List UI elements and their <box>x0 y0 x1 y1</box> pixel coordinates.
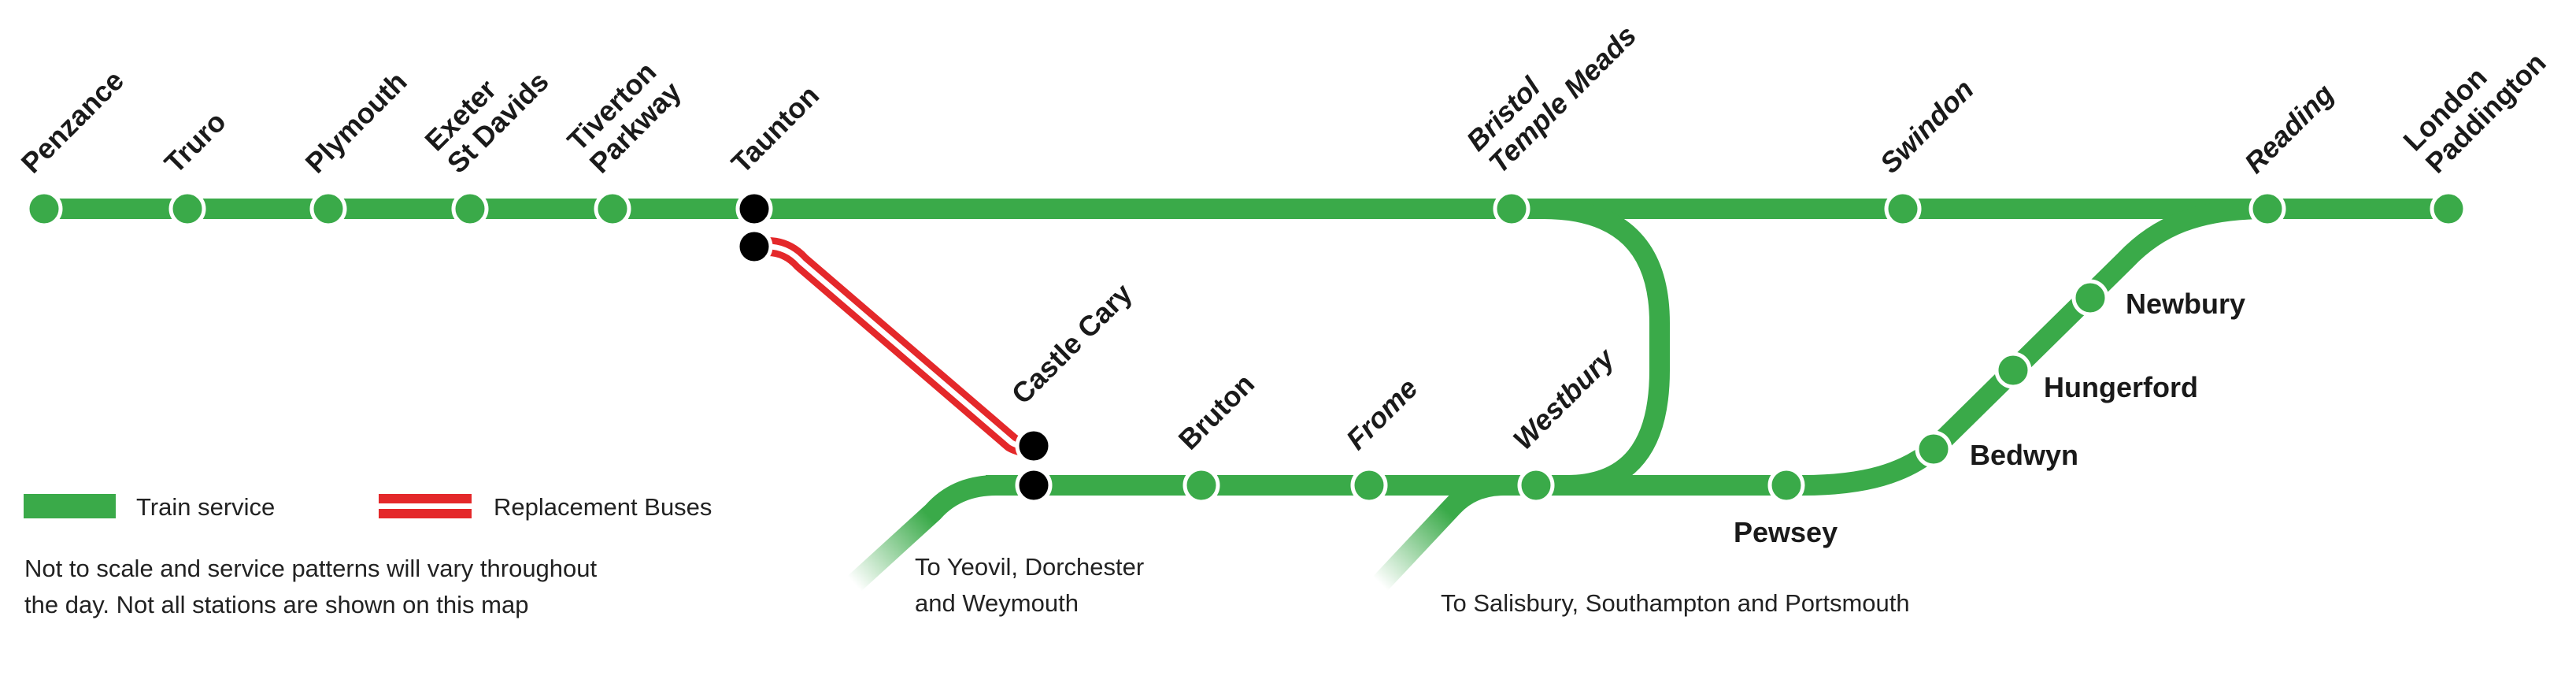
station-hungerford[interactable]: Hungerford <box>1994 351 2198 403</box>
station-london-paddington[interactable]: LondonPaddington <box>2396 24 2552 228</box>
train-service-swatch <box>24 494 116 518</box>
svg-text:Bruton: Bruton <box>1172 367 1260 455</box>
svg-text:Frome: Frome <box>1340 372 1424 456</box>
svg-text:Penzance: Penzance <box>15 64 130 179</box>
salisbury-branch <box>1372 475 1505 591</box>
svg-text:Westbury: Westbury <box>1507 341 1622 456</box>
svg-text:Taunton: Taunton <box>725 79 825 179</box>
svg-text:Truro: Truro <box>158 106 232 180</box>
svg-text:ExeterSt Davids: ExeterSt Davids <box>418 43 554 179</box>
svg-text:Swindon: Swindon <box>1874 73 1980 180</box>
svg-text:TivertonParkway: TivertonParkway <box>561 53 687 180</box>
salisbury-branch-label: To Salisbury, Southampton and Portsmouth <box>1441 589 1910 617</box>
svg-text:Hungerford: Hungerford <box>2044 371 2198 403</box>
legend-train-label: Train service <box>136 493 275 521</box>
legend-bus-label: Replacement Buses <box>494 493 712 521</box>
bristol-westbury-loop <box>1542 199 1670 496</box>
svg-text:Pewsey: Pewsey <box>1734 516 1838 548</box>
station-taunton[interactable]: Taunton <box>725 79 825 265</box>
lower-line <box>986 199 2268 496</box>
svg-text:BristolTemple Meads: BristolTemple Meads <box>1460 0 1642 180</box>
yeovil-branch <box>847 475 997 592</box>
svg-text:LondonPaddington: LondonPaddington <box>2396 24 2552 179</box>
svg-text:Castle Cary: Castle Cary <box>1005 277 1138 410</box>
legend: Train service Replacement Buses <box>24 493 712 521</box>
station-bedwyn[interactable]: Bedwyn <box>1915 430 2078 471</box>
svg-text:Plymouth: Plymouth <box>299 65 413 180</box>
station-bristol-temple-meads[interactable]: BristolTemple Meads <box>1460 0 1642 228</box>
station-newbury[interactable]: Newbury <box>2071 279 2245 320</box>
station-castle-cary[interactable]: Castle Cary <box>1005 277 1138 504</box>
svg-text:Bedwyn: Bedwyn <box>1970 439 2078 471</box>
map-note: Not to scale and service patterns will v… <box>24 555 598 618</box>
svg-text:Reading: Reading <box>2238 77 2340 179</box>
replacement-bus-route <box>767 237 1034 457</box>
station-pewsey[interactable]: Pewsey <box>1734 466 1838 548</box>
station-exeter-st-davids[interactable]: ExeterSt Davids <box>418 43 555 228</box>
svg-text:Newbury: Newbury <box>2126 288 2245 320</box>
